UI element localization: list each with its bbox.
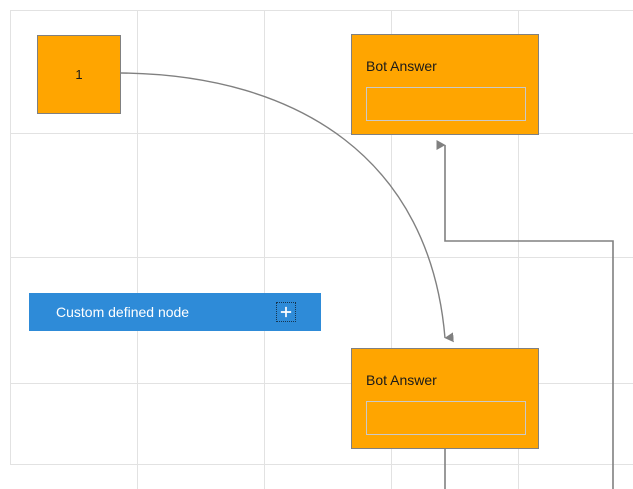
node-start[interactable]: 1 (37, 35, 121, 114)
custom-defined-node-label: Custom defined node (56, 304, 190, 320)
custom-defined-node-bar[interactable]: Custom defined node (29, 293, 321, 331)
node-start-label: 1 (75, 67, 83, 82)
node-bot-answer-bottom-title: Bot Answer (366, 372, 437, 388)
node-bot-answer-bottom[interactable]: Bot Answer (351, 348, 539, 449)
node-bot-answer-top[interactable]: Bot Answer (351, 34, 539, 135)
plus-icon[interactable] (276, 302, 296, 322)
node-bot-answer-bottom-slot[interactable] (366, 401, 526, 435)
node-bot-answer-top-slot[interactable] (366, 87, 526, 121)
node-bot-answer-top-title: Bot Answer (366, 58, 437, 74)
